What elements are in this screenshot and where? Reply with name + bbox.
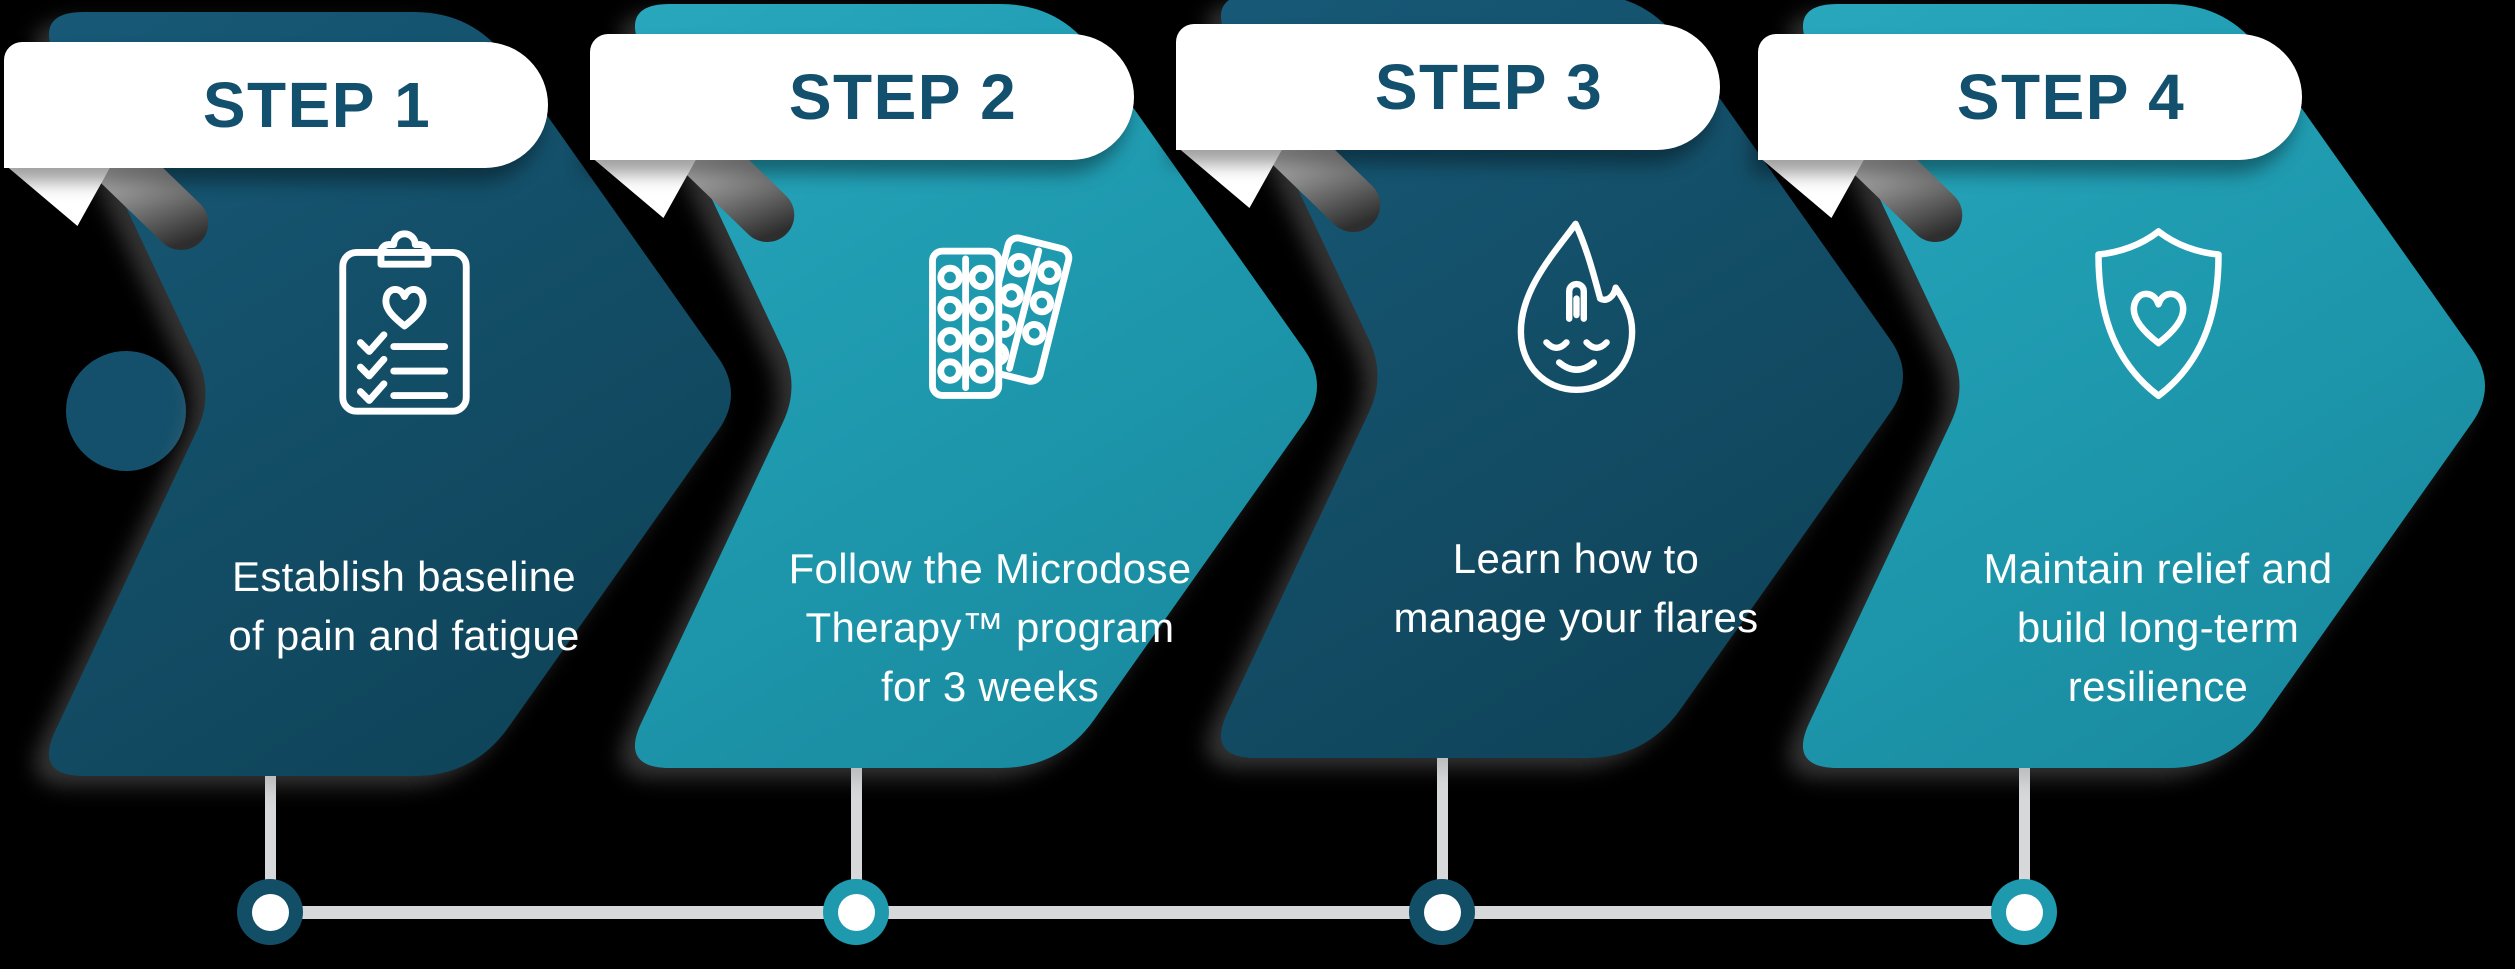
decorative-circle [66,351,186,471]
timeline-node-center [2005,893,2043,931]
timeline-node [1991,879,2057,945]
timeline-node-center [837,893,875,931]
step-1: STEP 1 Establish baseline of pain and fa… [4,12,747,969]
timeline-connector [2019,768,2030,916]
timeline-node [823,879,889,945]
shield-heart-icon [1943,212,2373,417]
step-2: STEP 2 Follow the Microdose Therap [590,4,1333,968]
step-3: STEP 3 Learn how to manage your flares [1176,0,1919,958]
step-label: STEP 2 [788,61,1018,133]
step-badge: STEP 3 [1176,24,1720,150]
step-badge: STEP 1 [4,42,548,168]
calm-flame-face-icon [1361,202,1791,407]
chevron-arrow-shape [1220,0,1903,758]
timeline-connector [265,776,276,916]
timeline-node [237,879,303,945]
step-description: Maintain relief and build long-term resi… [1983,545,2333,710]
step-label: STEP 3 [1374,51,1604,123]
clipboard-heart-checklist-icon [189,220,619,425]
timeline-line [270,906,2024,919]
timeline-connector [1437,758,1448,916]
pill-blister-packs-icon [775,212,1205,417]
step-badge: STEP 4 [1758,34,2302,160]
timeline-node-center [251,893,289,931]
step-label: STEP 1 [202,69,432,141]
step-description: Establish baseline of pain and fatigue [228,553,580,659]
step-badge: STEP 2 [590,34,1134,160]
step-description: Learn how to manage your flares [1393,535,1759,641]
step-description: Follow the Microdose Therapy™ program fo… [788,545,1192,710]
timeline-node [1409,879,1475,945]
timeline-connector [851,768,862,916]
step-4: STEP 4 Maintain relief and build long-te… [1758,4,2501,968]
step-label: STEP 4 [1956,61,2186,133]
timeline-node-center [1423,893,1461,931]
